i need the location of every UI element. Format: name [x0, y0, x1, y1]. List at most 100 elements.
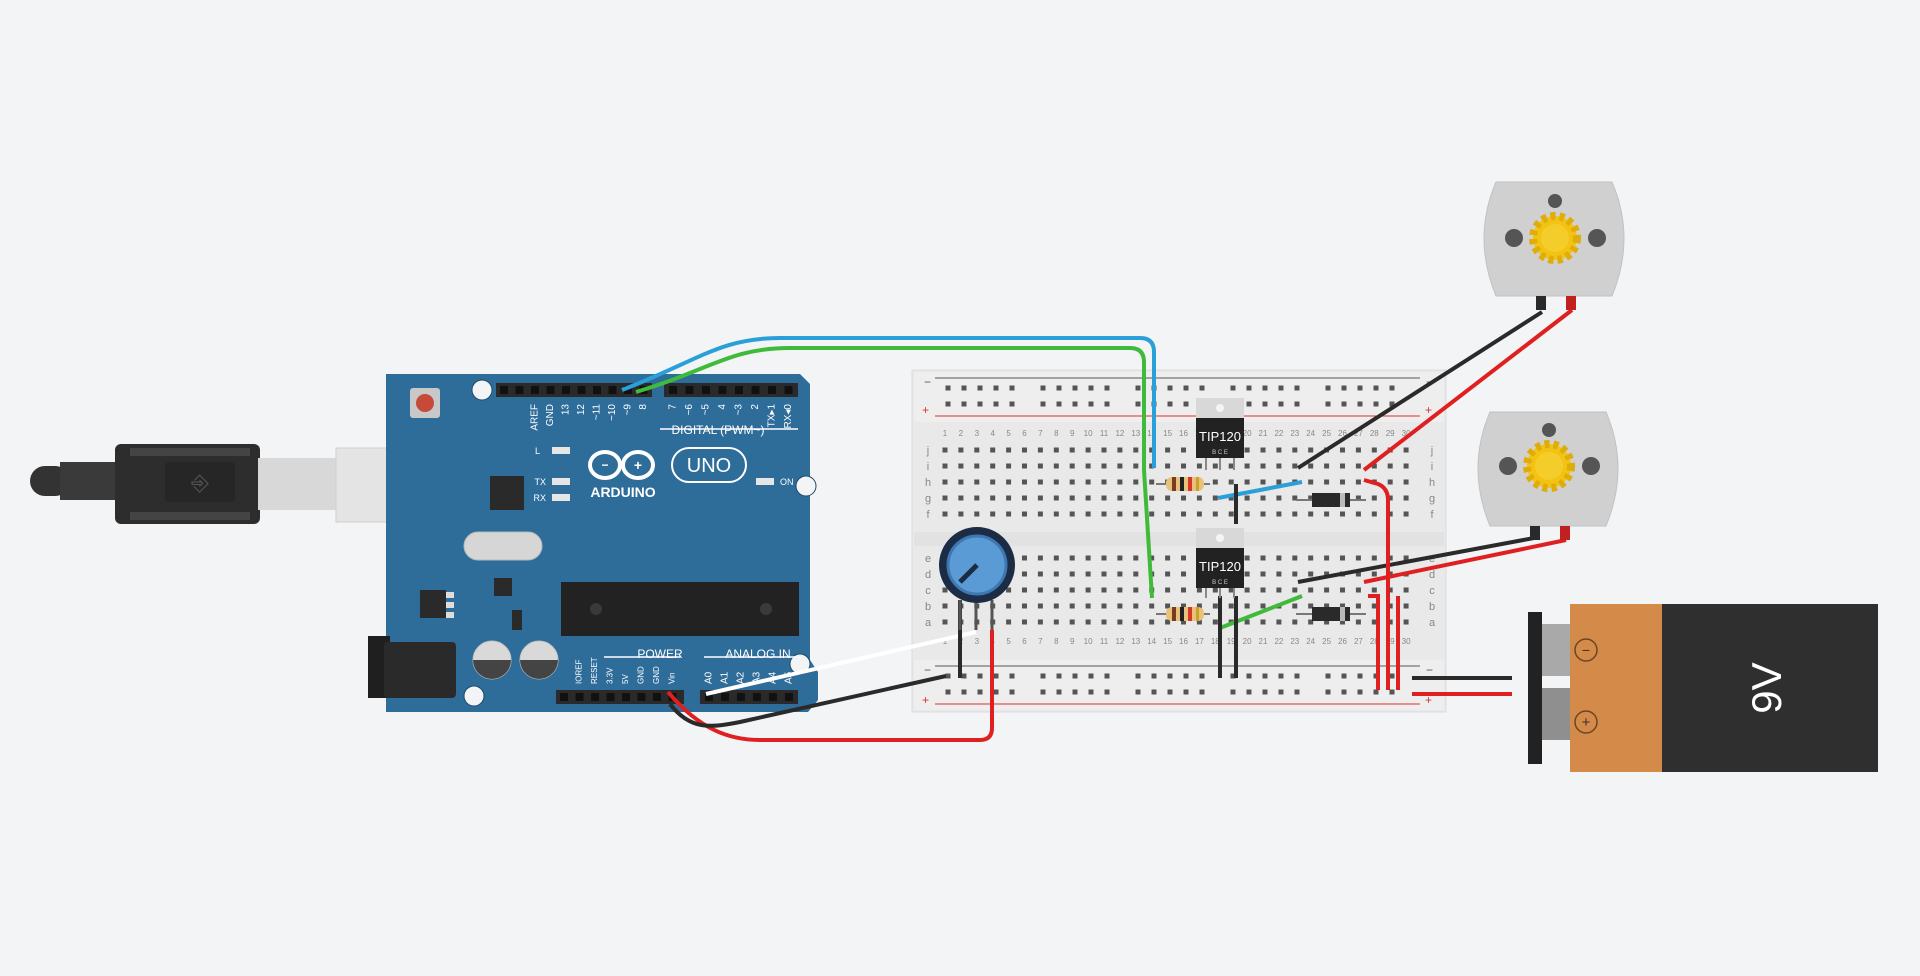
terminal-hole[interactable] [1101, 571, 1107, 577]
rail-hole[interactable] [1135, 673, 1141, 679]
terminal-hole[interactable] [1403, 619, 1409, 625]
rail-hole[interactable] [1373, 385, 1379, 391]
terminal-hole[interactable] [1276, 447, 1282, 453]
terminal-hole[interactable] [1403, 479, 1409, 485]
terminal-hole[interactable] [1371, 587, 1377, 593]
rail-hole[interactable] [977, 401, 983, 407]
terminal-hole[interactable] [1324, 511, 1330, 517]
wire-black-gnd[interactable] [668, 674, 947, 728]
wire-motor2-black[interactable] [1297, 536, 1535, 584]
terminal-hole[interactable] [1244, 571, 1250, 577]
rail-hole[interactable] [1278, 385, 1284, 391]
terminal-hole[interactable] [1403, 495, 1409, 501]
terminal-hole[interactable] [1308, 447, 1314, 453]
rail-hole[interactable] [1009, 385, 1015, 391]
rail-hole[interactable] [993, 673, 999, 679]
terminal-hole[interactable] [1324, 619, 1330, 625]
rail-hole[interactable] [1246, 689, 1252, 695]
rail-hole[interactable] [1325, 401, 1331, 407]
wire-blue-pin10[interactable] [621, 336, 1156, 468]
rail-hole[interactable] [1104, 673, 1110, 679]
terminal-hole[interactable] [1308, 603, 1314, 609]
digital-pin-hole-12[interactable] [702, 386, 710, 394]
terminal-hole[interactable] [1037, 603, 1043, 609]
terminal-hole[interactable] [990, 495, 996, 501]
terminal-hole[interactable] [1069, 463, 1075, 469]
terminal-hole[interactable] [1006, 463, 1012, 469]
terminal-hole[interactable] [974, 447, 980, 453]
terminal-hole[interactable] [1037, 463, 1043, 469]
terminal-hole[interactable] [1181, 495, 1186, 501]
terminal-hole[interactable] [1165, 587, 1171, 593]
terminal-hole[interactable] [1387, 463, 1393, 469]
terminal-hole[interactable] [1149, 619, 1155, 625]
bottom-pin-hole-5[interactable] [637, 693, 646, 701]
rail-hole[interactable] [1199, 673, 1205, 679]
terminal-hole[interactable] [1228, 587, 1234, 593]
rail-hole[interactable] [1230, 385, 1236, 391]
terminal-hole[interactable] [1292, 511, 1298, 517]
rail-hole[interactable] [1056, 401, 1062, 407]
digital-pin-hole-16[interactable] [768, 386, 776, 394]
terminal-hole[interactable] [1069, 603, 1075, 609]
rail-hole[interactable] [1009, 673, 1015, 679]
terminal-hole[interactable] [1053, 555, 1059, 561]
wire-white-a0[interactable] [705, 630, 977, 696]
terminal-hole[interactable] [1371, 603, 1377, 609]
terminal-hole[interactable] [1022, 511, 1027, 517]
terminal-hole[interactable] [1085, 555, 1091, 561]
terminal-hole[interactable] [1403, 555, 1409, 561]
rail-hole[interactable] [961, 689, 967, 695]
terminal-hole[interactable] [1006, 495, 1012, 501]
rail-hole[interactable] [1040, 385, 1046, 391]
terminal-hole[interactable] [1006, 587, 1012, 593]
wire-rail-red-a[interactable] [1363, 478, 1390, 690]
terminal-hole[interactable] [1006, 619, 1012, 625]
terminal-hole[interactable] [1022, 447, 1027, 453]
rail-hole[interactable] [1262, 673, 1268, 679]
rail-hole[interactable] [1135, 385, 1141, 391]
terminal-hole[interactable] [1308, 463, 1314, 469]
rail-hole[interactable] [1246, 401, 1252, 407]
rail-hole[interactable] [945, 673, 951, 679]
terminal-hole[interactable] [1037, 555, 1043, 561]
wire-green-base2[interactable] [1219, 594, 1303, 630]
terminal-hole[interactable] [1149, 479, 1155, 485]
terminal-hole[interactable] [1324, 587, 1330, 593]
rail-hole[interactable] [1056, 385, 1062, 391]
terminal-hole[interactable] [1069, 587, 1075, 593]
terminal-hole[interactable] [1387, 511, 1393, 517]
digital-pin-hole-15[interactable] [751, 386, 760, 394]
digital-pin-hole-17[interactable] [784, 386, 793, 394]
terminal-hole[interactable] [1324, 571, 1330, 577]
terminal-hole[interactable] [958, 447, 964, 453]
terminal-hole[interactable] [942, 619, 948, 625]
terminal-hole[interactable] [1053, 511, 1059, 517]
digital-pin-hole-4[interactable] [562, 386, 570, 394]
terminal-hole[interactable] [1165, 571, 1171, 577]
rail-hole[interactable] [1389, 689, 1395, 695]
digital-pin-hole-6[interactable] [593, 386, 601, 394]
rail-hole[interactable] [1167, 689, 1173, 695]
terminal-hole[interactable] [1260, 571, 1266, 577]
rail-hole[interactable] [1088, 385, 1094, 391]
terminal-hole[interactable] [1228, 463, 1234, 469]
terminal-hole[interactable] [1069, 447, 1075, 453]
terminal-hole[interactable] [1292, 587, 1298, 593]
terminal-hole[interactable] [1022, 479, 1027, 485]
terminal-hole[interactable] [1308, 479, 1314, 485]
rail-hole[interactable] [1072, 689, 1078, 695]
terminal-hole[interactable] [1053, 587, 1059, 593]
terminal-hole[interactable] [1053, 619, 1059, 625]
terminal-hole[interactable] [1276, 511, 1282, 517]
rail-hole[interactable] [1104, 689, 1110, 695]
terminal-hole[interactable] [1276, 495, 1282, 501]
terminal-hole[interactable] [1292, 603, 1298, 609]
rail-hole[interactable] [1373, 689, 1379, 695]
terminal-hole[interactable] [1133, 555, 1139, 561]
wire-rail-red-b[interactable] [1368, 594, 1380, 690]
terminal-hole[interactable] [958, 479, 964, 485]
terminal-hole[interactable] [1260, 447, 1266, 453]
rail-hole[interactable] [1183, 689, 1189, 695]
